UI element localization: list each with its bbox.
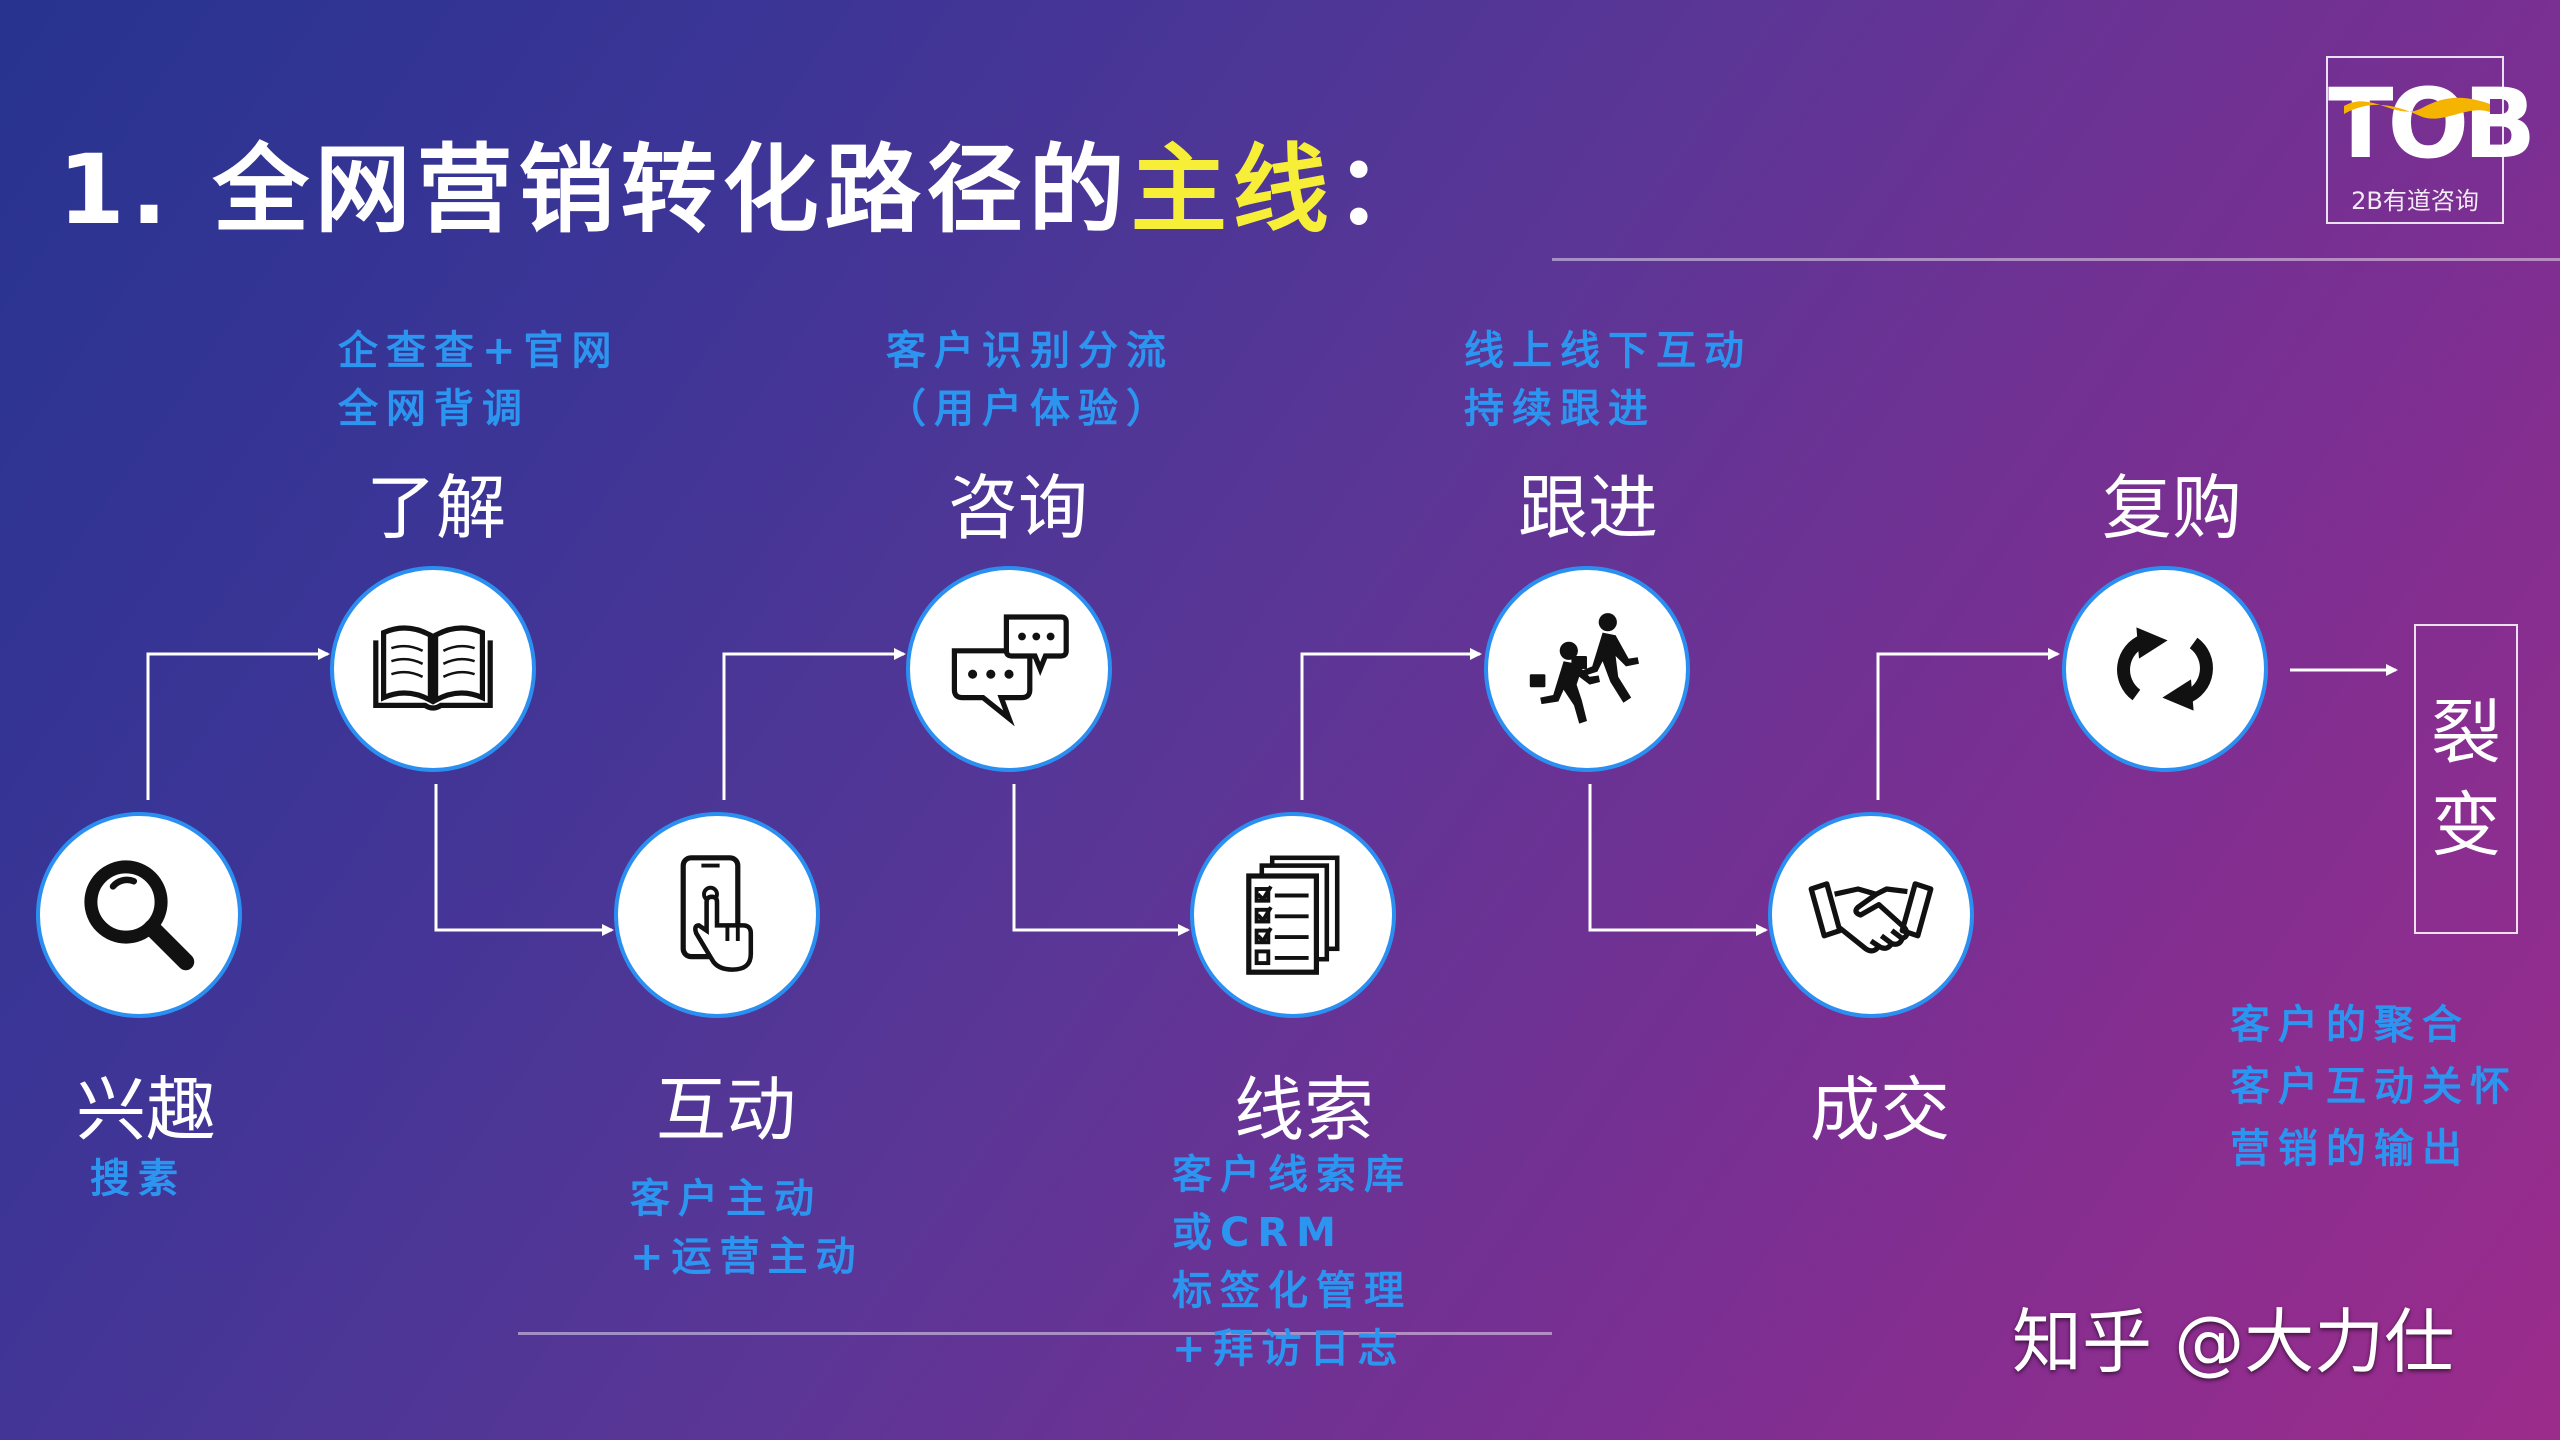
fission-box: 裂 变: [2414, 624, 2518, 934]
step-label-followup: 跟进: [1518, 467, 1658, 549]
fission-char-1: 裂: [2431, 692, 2501, 774]
connector-3: [722, 648, 906, 800]
logo-word: TOB: [2328, 68, 2536, 180]
connector-2: [434, 784, 614, 936]
connector-5: [1300, 648, 1482, 800]
touch-phone-icon: [680, 855, 754, 972]
step-label-consult: 咨询: [948, 467, 1088, 549]
handshake-icon: [1808, 881, 1934, 954]
step-note-consult: 客户识别分流（用户体验）: [886, 328, 1174, 432]
step-note-understand: 企查查+官网全网背调: [338, 328, 620, 432]
step-circle-repurchase: [2062, 566, 2268, 772]
step-label-repurchase: 复购: [2102, 467, 2242, 549]
connector-6: [1588, 784, 1768, 936]
step-label-leads: 线索: [1234, 1069, 1374, 1151]
page-title: 1. 全网营销转化路径的主线：: [58, 134, 1437, 246]
step-note-interest: 搜素: [90, 1156, 186, 1202]
step-label-understand: 了解: [366, 467, 506, 549]
logo-wave-icon: [2344, 97, 2490, 119]
fission-notes: 客户的聚合 客户互动关怀 营销的输出: [2230, 1002, 2518, 1172]
top-divider: [1552, 258, 2560, 261]
step-circle-leads: [1190, 812, 1396, 1018]
step-label-interest: 兴趣: [76, 1069, 216, 1151]
step-circle-interest: [36, 812, 242, 1018]
open-book-icon: [373, 625, 493, 711]
step-circle-interact: [614, 812, 820, 1018]
magnifier-icon: [84, 860, 195, 971]
refresh-arrows-icon: [2117, 627, 2213, 711]
step-circle-consult: [906, 566, 1112, 772]
connector-7: [1876, 648, 2060, 800]
logo-subtitle: 2B有道咨询: [2351, 187, 2479, 215]
checklist-docs-icon: [1246, 855, 1340, 975]
bottom-divider: [518, 1332, 1552, 1335]
tob-logo: TOB 2B有道咨询: [2326, 56, 2536, 224]
connector-1: [146, 648, 330, 800]
fission-char-2: 变: [2431, 784, 2501, 866]
step-label-deal: 成交: [1810, 1069, 1950, 1151]
connector-4: [1012, 784, 1190, 936]
watermark: 知乎 @大力仕: [2012, 1301, 2455, 1383]
step-circle-understand: [330, 566, 536, 772]
step-label-interact: 互动: [656, 1069, 796, 1151]
step-circle-followup: [1484, 566, 1690, 772]
title-highlight: 主线: [1130, 134, 1335, 246]
step-note-interact: 客户主动+运营主动: [630, 1176, 864, 1280]
step-note-followup: 线上线下互动持续跟进: [1464, 328, 1752, 432]
running-people-icon: [1529, 613, 1639, 724]
step-circle-deal: [1768, 812, 1974, 1018]
chat-bubbles-icon: [951, 614, 1069, 727]
